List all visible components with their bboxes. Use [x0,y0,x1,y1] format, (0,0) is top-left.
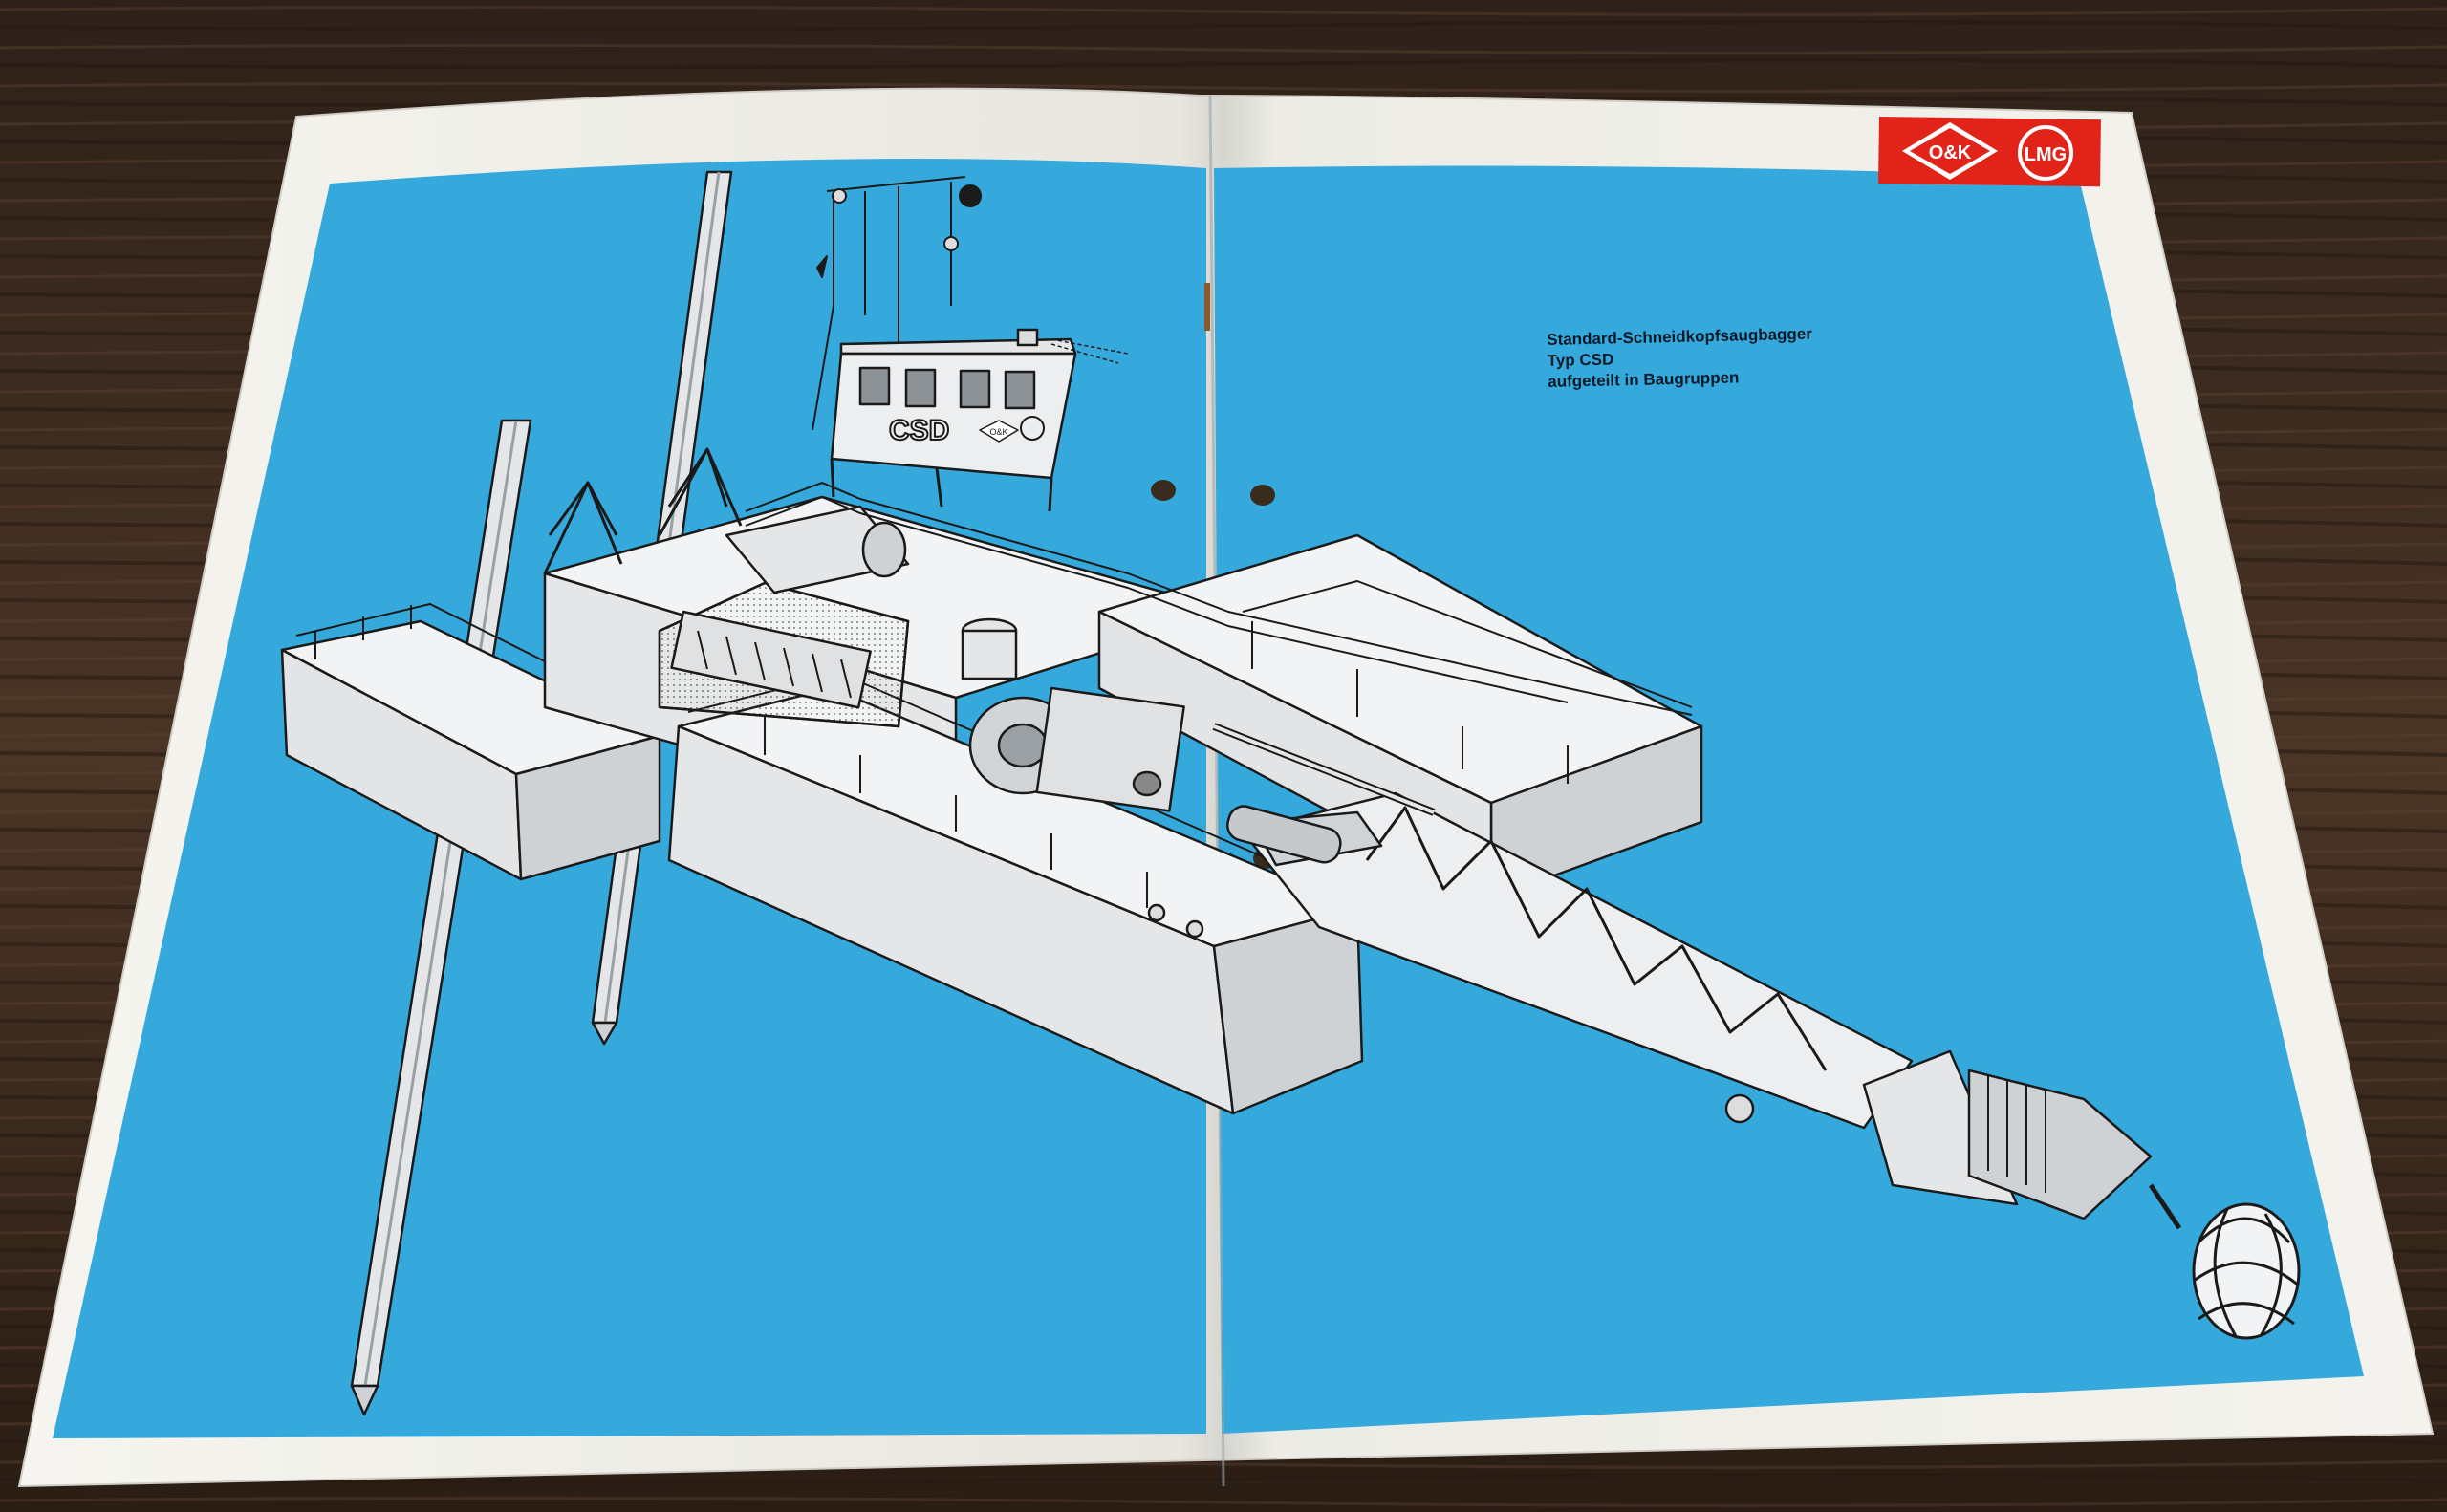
control-cabin: CSD O&K [830,328,1129,512]
svg-text:LMG: LMG [2025,144,2067,165]
staple-top [1204,283,1210,331]
dredger-illustration: CSD O&K [280,170,2301,1416]
cabin-label: CSD [889,415,949,446]
caption-block: Standard-Schneidkopfsaugbagger Typ CSD a… [1547,316,2121,393]
lmg-logo: LMG [2018,125,2073,181]
cutter-head-assembly [1862,1049,2182,1230]
pontoon-left [280,603,661,881]
cabin-small-logo: O&K [989,427,1007,437]
center-fold [1208,95,1225,1487]
engine-unit [658,505,1185,812]
svg-text:O&K: O&K [1929,142,1972,163]
logo-block: O&K LMG [1878,117,2101,187]
cutter-basket [2192,1202,2301,1340]
pontoon-front [667,673,1364,1115]
gantry-frames [543,447,743,574]
ok-logo: O&K [1902,122,1998,180]
deck-railings [745,482,1693,716]
pulley-cables [812,176,982,431]
